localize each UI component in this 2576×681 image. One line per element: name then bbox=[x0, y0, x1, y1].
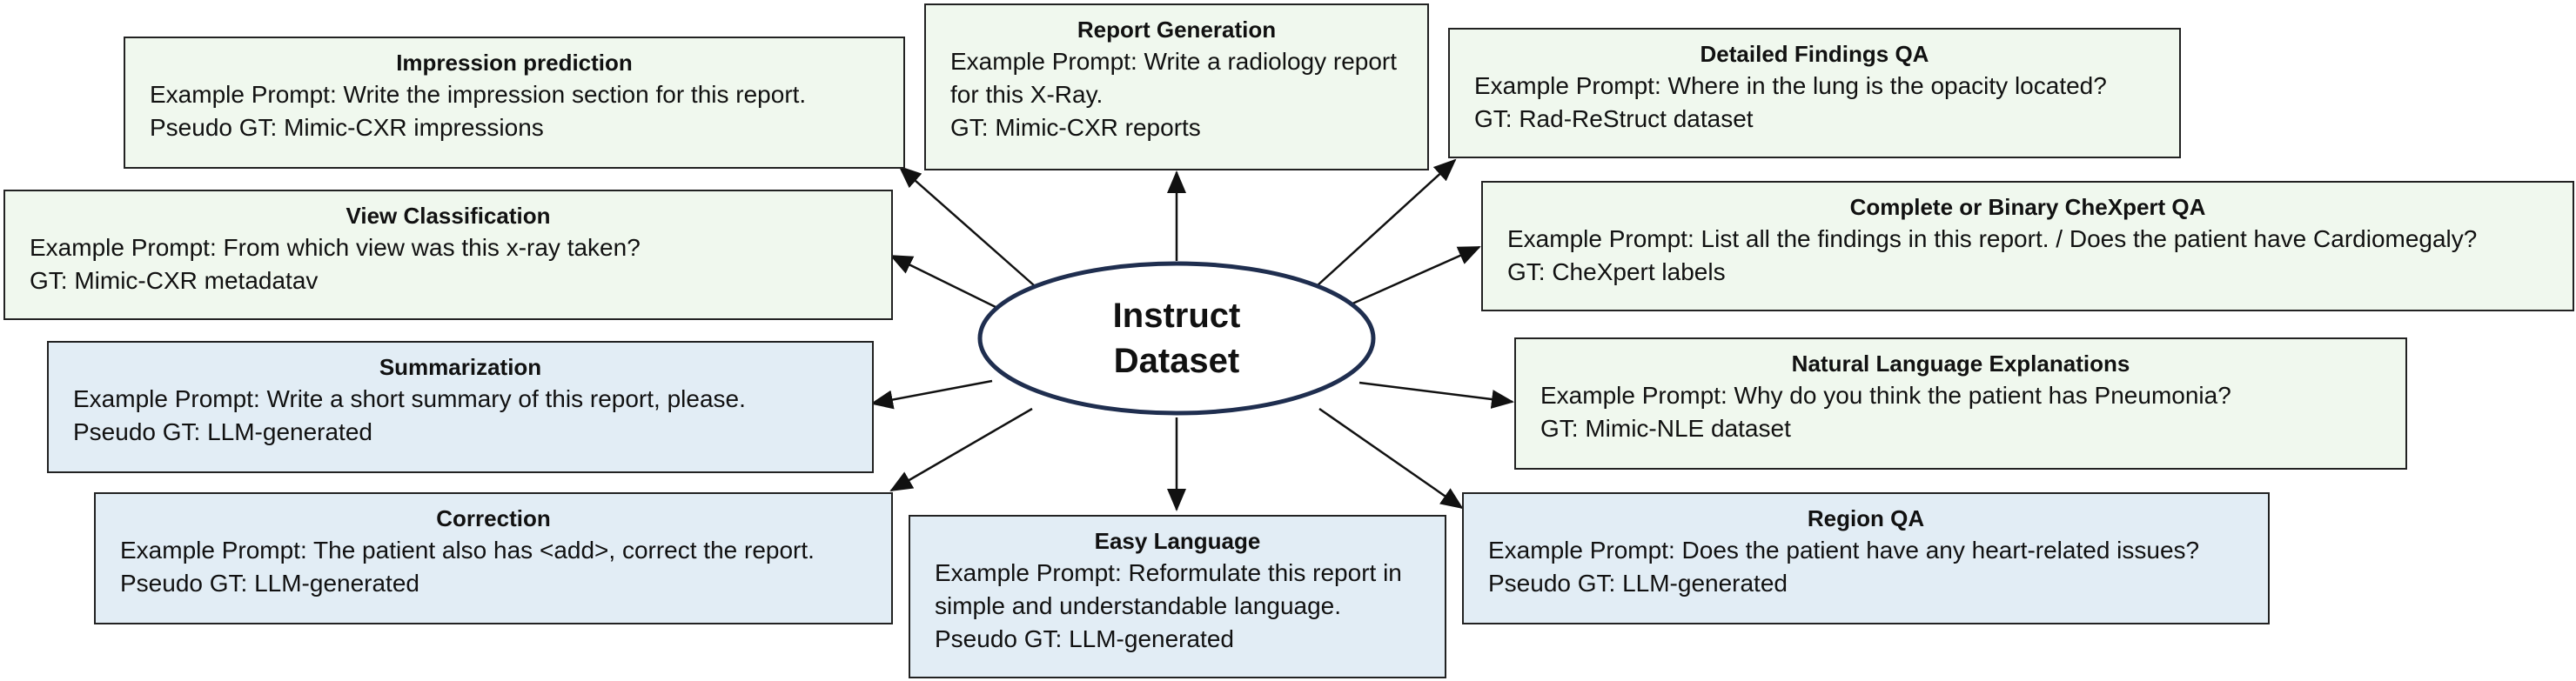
task-view-classification: View Classification Example Prompt: From… bbox=[3, 190, 893, 320]
task-gt: Pseudo GT: LLM-generated bbox=[1488, 570, 1788, 597]
task-region-qa: Region QA Example Prompt: Does the patie… bbox=[1462, 492, 2270, 624]
task-natural-language-explanations: Natural Language Explanations Example Pr… bbox=[1514, 337, 2407, 470]
task-prompt: Example Prompt: From which view was this… bbox=[30, 234, 641, 261]
task-title: Easy Language bbox=[1094, 528, 1261, 554]
arrow-nle bbox=[1358, 381, 1514, 409]
arrow-region bbox=[1318, 407, 1464, 510]
task-correction: Correction Example Prompt: The patient a… bbox=[94, 492, 893, 624]
task-gt: GT: Mimic-CXR reports bbox=[950, 114, 1201, 141]
task-prompt: Example Prompt: Write a short summary of… bbox=[73, 385, 746, 412]
task-gt: GT: CheXpert labels bbox=[1507, 258, 1726, 285]
task-title: Report Generation bbox=[1077, 17, 1277, 43]
task-report-generation: Report Generation Example Prompt: Write … bbox=[924, 3, 1429, 170]
center-title-line1: Instruct bbox=[1112, 297, 1241, 335]
task-gt: GT: Rad-ReStruct dataset bbox=[1474, 105, 1754, 132]
arrow-view bbox=[889, 254, 998, 310]
task-title: Natural Language Explanations bbox=[1791, 351, 2130, 377]
center-ellipse bbox=[977, 261, 1376, 416]
task-title: Impression prediction bbox=[396, 50, 633, 76]
task-gt: Pseudo GT: LLM-generated bbox=[73, 418, 372, 445]
arrow-findings bbox=[1317, 158, 1457, 286]
task-summarization: Summarization Example Prompt: Write a sh… bbox=[47, 341, 874, 473]
arrow-summarization bbox=[870, 379, 993, 410]
task-title: Summarization bbox=[379, 354, 542, 380]
task-easy-language: Easy Language Example Prompt: Reformulat… bbox=[909, 515, 1446, 678]
task-prompt: Example Prompt: Where in the lung is the… bbox=[1474, 72, 2107, 99]
arrow-chexpert bbox=[1350, 245, 1481, 306]
task-title: Complete or Binary CheXpert QA bbox=[1849, 194, 2206, 220]
task-prompt: Example Prompt: Does the patient have an… bbox=[1488, 537, 2200, 564]
task-gt: Pseudo GT: LLM-generated bbox=[120, 570, 419, 597]
task-title: Region QA bbox=[1807, 505, 1925, 531]
task-detailed-findings-qa: Detailed Findings QA Example Prompt: Whe… bbox=[1448, 28, 2181, 158]
task-title: View Classification bbox=[345, 203, 551, 229]
task-gt: Pseudo GT: Mimic-CXR impressions bbox=[150, 114, 544, 141]
task-title: Correction bbox=[436, 505, 551, 531]
center-title-line2: Dataset bbox=[1113, 342, 1240, 380]
task-prompt: Example Prompt: Reformulate this report … bbox=[935, 559, 1402, 619]
arrow-impression bbox=[898, 165, 1035, 286]
task-impression-prediction: Impression prediction Example Prompt: Wr… bbox=[124, 37, 905, 169]
task-title: Detailed Findings QA bbox=[1700, 41, 1929, 67]
task-gt: Pseudo GT: LLM-generated bbox=[935, 625, 1234, 652]
arrow-correction bbox=[889, 407, 1033, 492]
task-chexpert-qa: Complete or Binary CheXpert QA Example P… bbox=[1481, 181, 2574, 311]
task-prompt: Example Prompt: Write the impression sec… bbox=[150, 81, 807, 108]
task-gt: GT: Mimic-CXR metadatav bbox=[30, 267, 319, 294]
task-prompt: Example Prompt: Write a radiology report… bbox=[950, 48, 1398, 108]
task-gt: GT: Mimic-NLE dataset bbox=[1540, 415, 1791, 442]
center-node: Instruct Dataset bbox=[978, 263, 1375, 414]
task-prompt: Example Prompt: List all the findings in… bbox=[1507, 225, 2478, 252]
task-prompt: Example Prompt: Why do you think the pat… bbox=[1540, 382, 2231, 409]
task-prompt: Example Prompt: The patient also has <ad… bbox=[120, 537, 815, 564]
